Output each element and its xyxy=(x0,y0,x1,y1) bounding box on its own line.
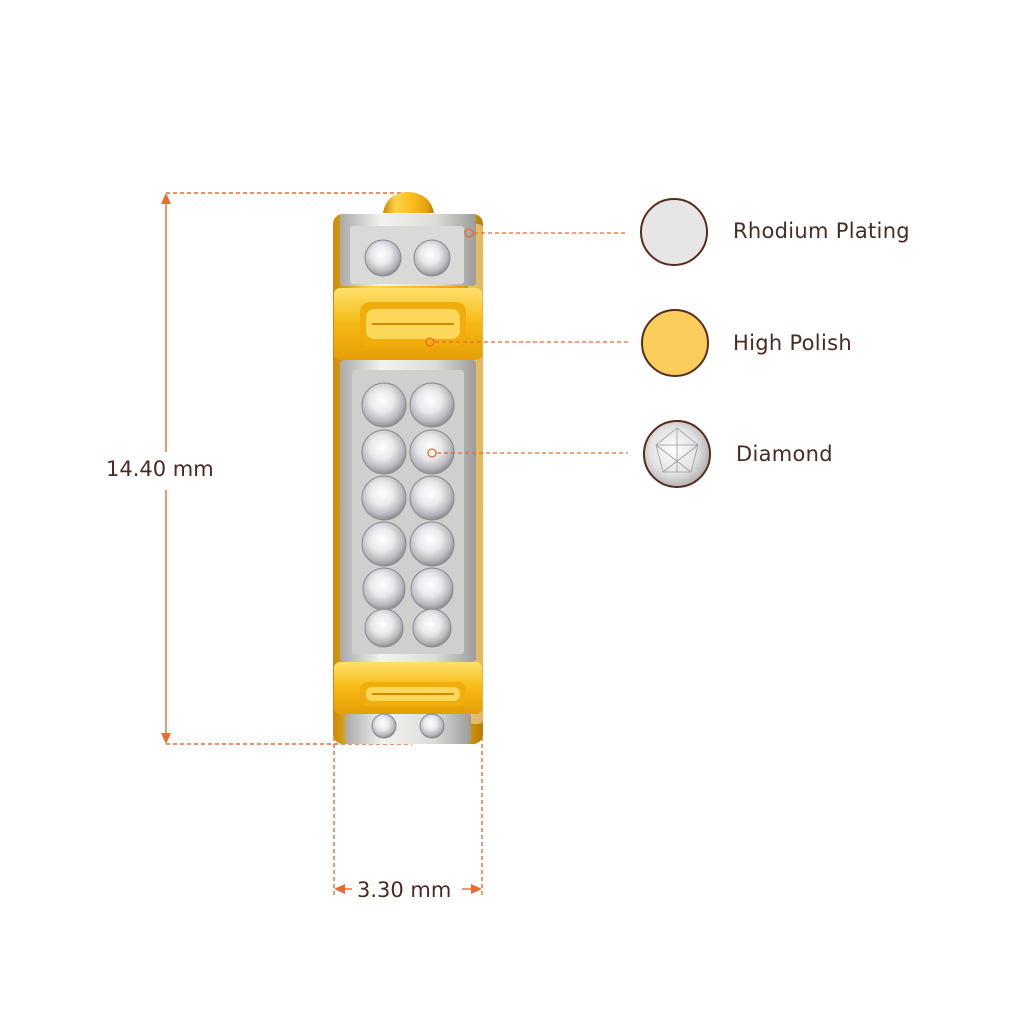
width-dimension-label: 3.30 mm xyxy=(357,878,452,902)
legend-leaders xyxy=(425,228,628,458)
diamond-swatch-icon xyxy=(643,420,711,488)
height-dimension-label: 14.40 mm xyxy=(106,457,214,481)
gold-band-top xyxy=(334,288,482,360)
diamond-stones xyxy=(361,239,455,739)
legend-label-rhodium-plating: Rhodium Plating xyxy=(733,219,910,243)
earring xyxy=(333,192,484,744)
gold-swatch-icon xyxy=(641,309,709,377)
legend-label-high-polish: High Polish xyxy=(733,331,852,355)
rhodium-swatch-icon xyxy=(640,198,708,266)
legend-label-diamond: Diamond xyxy=(736,442,833,466)
gold-band-bottom xyxy=(334,662,482,714)
